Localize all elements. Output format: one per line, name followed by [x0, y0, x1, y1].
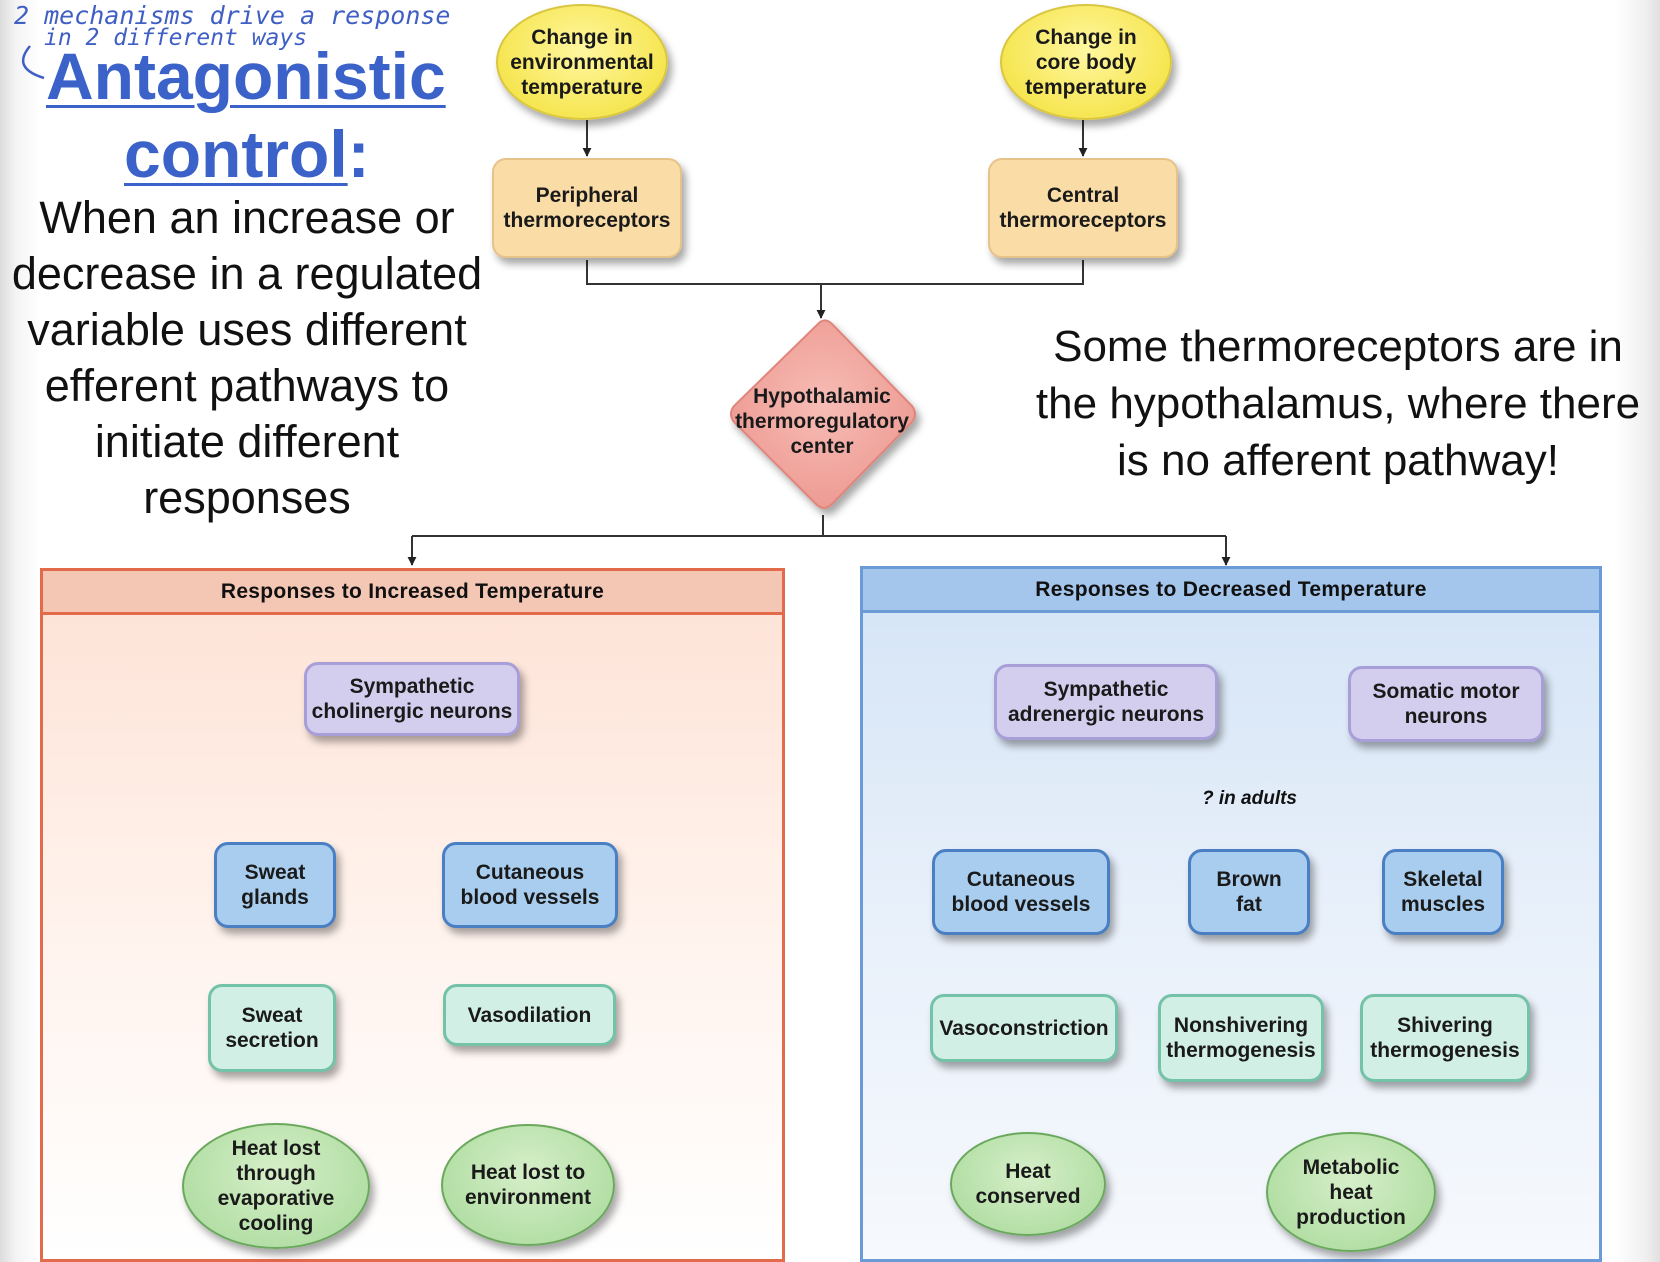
stimulus-core: Change in core body temperature	[1000, 4, 1172, 120]
handwritten-bracket	[21, 45, 45, 80]
cutaneous-blood-vessels-increase: Cutaneous blood vessels	[442, 842, 618, 928]
sweat-secretion-label: Sweat secretion	[225, 1004, 319, 1052]
cutaneous-blood-vessels-decrease-label: Cutaneous blood vessels	[951, 868, 1091, 916]
somatic-motor-neurons-label: Somatic motor neurons	[1372, 680, 1520, 728]
receptor-join-line	[586, 260, 1084, 285]
sweat-secretion: Sweat secretion	[208, 984, 336, 1072]
handwritten-note-line2: in 2 different ways	[44, 25, 308, 51]
sympathetic-adrenergic-neurons-label: Sympathetic adrenergic neurons	[1007, 678, 1205, 726]
stimulus-environmental-label: Change in environmental temperature	[510, 25, 654, 99]
central-thermoreceptors-label: Central thermoreceptors	[999, 184, 1167, 232]
peripheral-thermoreceptors-label: Peripheral thermoreceptors	[503, 184, 671, 232]
sweat-glands: Sweat glands	[214, 842, 336, 928]
skeletal-muscles: Skeletal muscles	[1382, 849, 1504, 935]
metabolic-heat-production-label: Metabolic heat production	[1296, 1155, 1406, 1229]
shivering-thermogenesis-label: Shivering thermogenesis	[1370, 1014, 1520, 1062]
metabolic-heat-production: Metabolic heat production	[1266, 1132, 1436, 1252]
central-thermoreceptors: Central thermoreceptors	[988, 158, 1178, 258]
stimulus-core-label: Change in core body temperature	[1025, 25, 1147, 99]
sympathetic-cholinergic-neurons: Sympathetic cholinergic neurons	[304, 662, 520, 736]
hypothalamic-center-shape	[730, 319, 916, 509]
nonshivering-thermogenesis: Nonshivering thermogenesis	[1158, 994, 1324, 1082]
definition-text: When an increase or decrease in a regula…	[11, 192, 483, 523]
cutaneous-blood-vessels-decrease: Cutaneous blood vessels	[932, 849, 1110, 935]
heat-conserved-label: Heat conserved	[975, 1160, 1081, 1208]
shivering-thermogenesis: Shivering thermogenesis	[1360, 994, 1530, 1082]
title-line1: Antagonistic	[46, 39, 446, 113]
sympathetic-adrenergic-neurons: Sympathetic adrenergic neurons	[994, 664, 1218, 740]
hypothalamic-center-label: Hypothalamic thermoregulatory center	[735, 385, 909, 458]
title-line2-wrap: control:	[124, 116, 370, 192]
sweat-glands-label: Sweat glands	[241, 861, 309, 909]
heat-lost-to-environment: Heat lost to environment	[441, 1124, 615, 1246]
heat-lost-to-environment-label: Heat lost to environment	[464, 1161, 592, 1209]
title-colon: :	[347, 117, 370, 191]
increased-temperature-header: Responses to Increased Temperature	[43, 571, 782, 615]
vasoconstriction-label: Vasoconstriction	[939, 1016, 1109, 1040]
heat-lost-evaporative-cooling-label: Heat lost through evaporative cooling	[217, 1137, 335, 1235]
vasodilation: Vasodilation	[443, 984, 616, 1046]
handwritten-note-line1: 2 mechanisms drive a response	[14, 1, 451, 30]
sympathetic-cholinergic-neurons-label: Sympathetic cholinergic neurons	[311, 675, 513, 723]
brown-fat-label: Brown fat	[1216, 868, 1282, 916]
skeletal-muscles-label: Skeletal muscles	[1400, 868, 1486, 916]
decreased-temperature-header: Responses to Decreased Temperature	[863, 569, 1599, 613]
vasodilation-label: Vasodilation	[467, 1003, 592, 1027]
in-adults-label: ? in adults	[1202, 788, 1297, 809]
nonshivering-thermogenesis-label: Nonshivering thermogenesis	[1166, 1014, 1316, 1062]
stimulus-environmental: Change in environmental temperature	[496, 4, 668, 120]
heat-conserved: Heat conserved	[950, 1132, 1106, 1236]
cutaneous-blood-vessels-increase-label: Cutaneous blood vessels	[460, 861, 600, 909]
peripheral-thermoreceptors: Peripheral thermoreceptors	[492, 158, 682, 258]
title-line2: control	[124, 117, 348, 191]
brown-fat: Brown fat	[1188, 849, 1310, 935]
heat-lost-evaporative-cooling: Heat lost through evaporative cooling	[182, 1123, 370, 1249]
somatic-motor-neurons: Somatic motor neurons	[1348, 666, 1544, 742]
hypothalamus-note: Some thermoreceptors are in the hypothal…	[1035, 322, 1641, 485]
vasoconstriction: Vasoconstriction	[930, 994, 1118, 1062]
